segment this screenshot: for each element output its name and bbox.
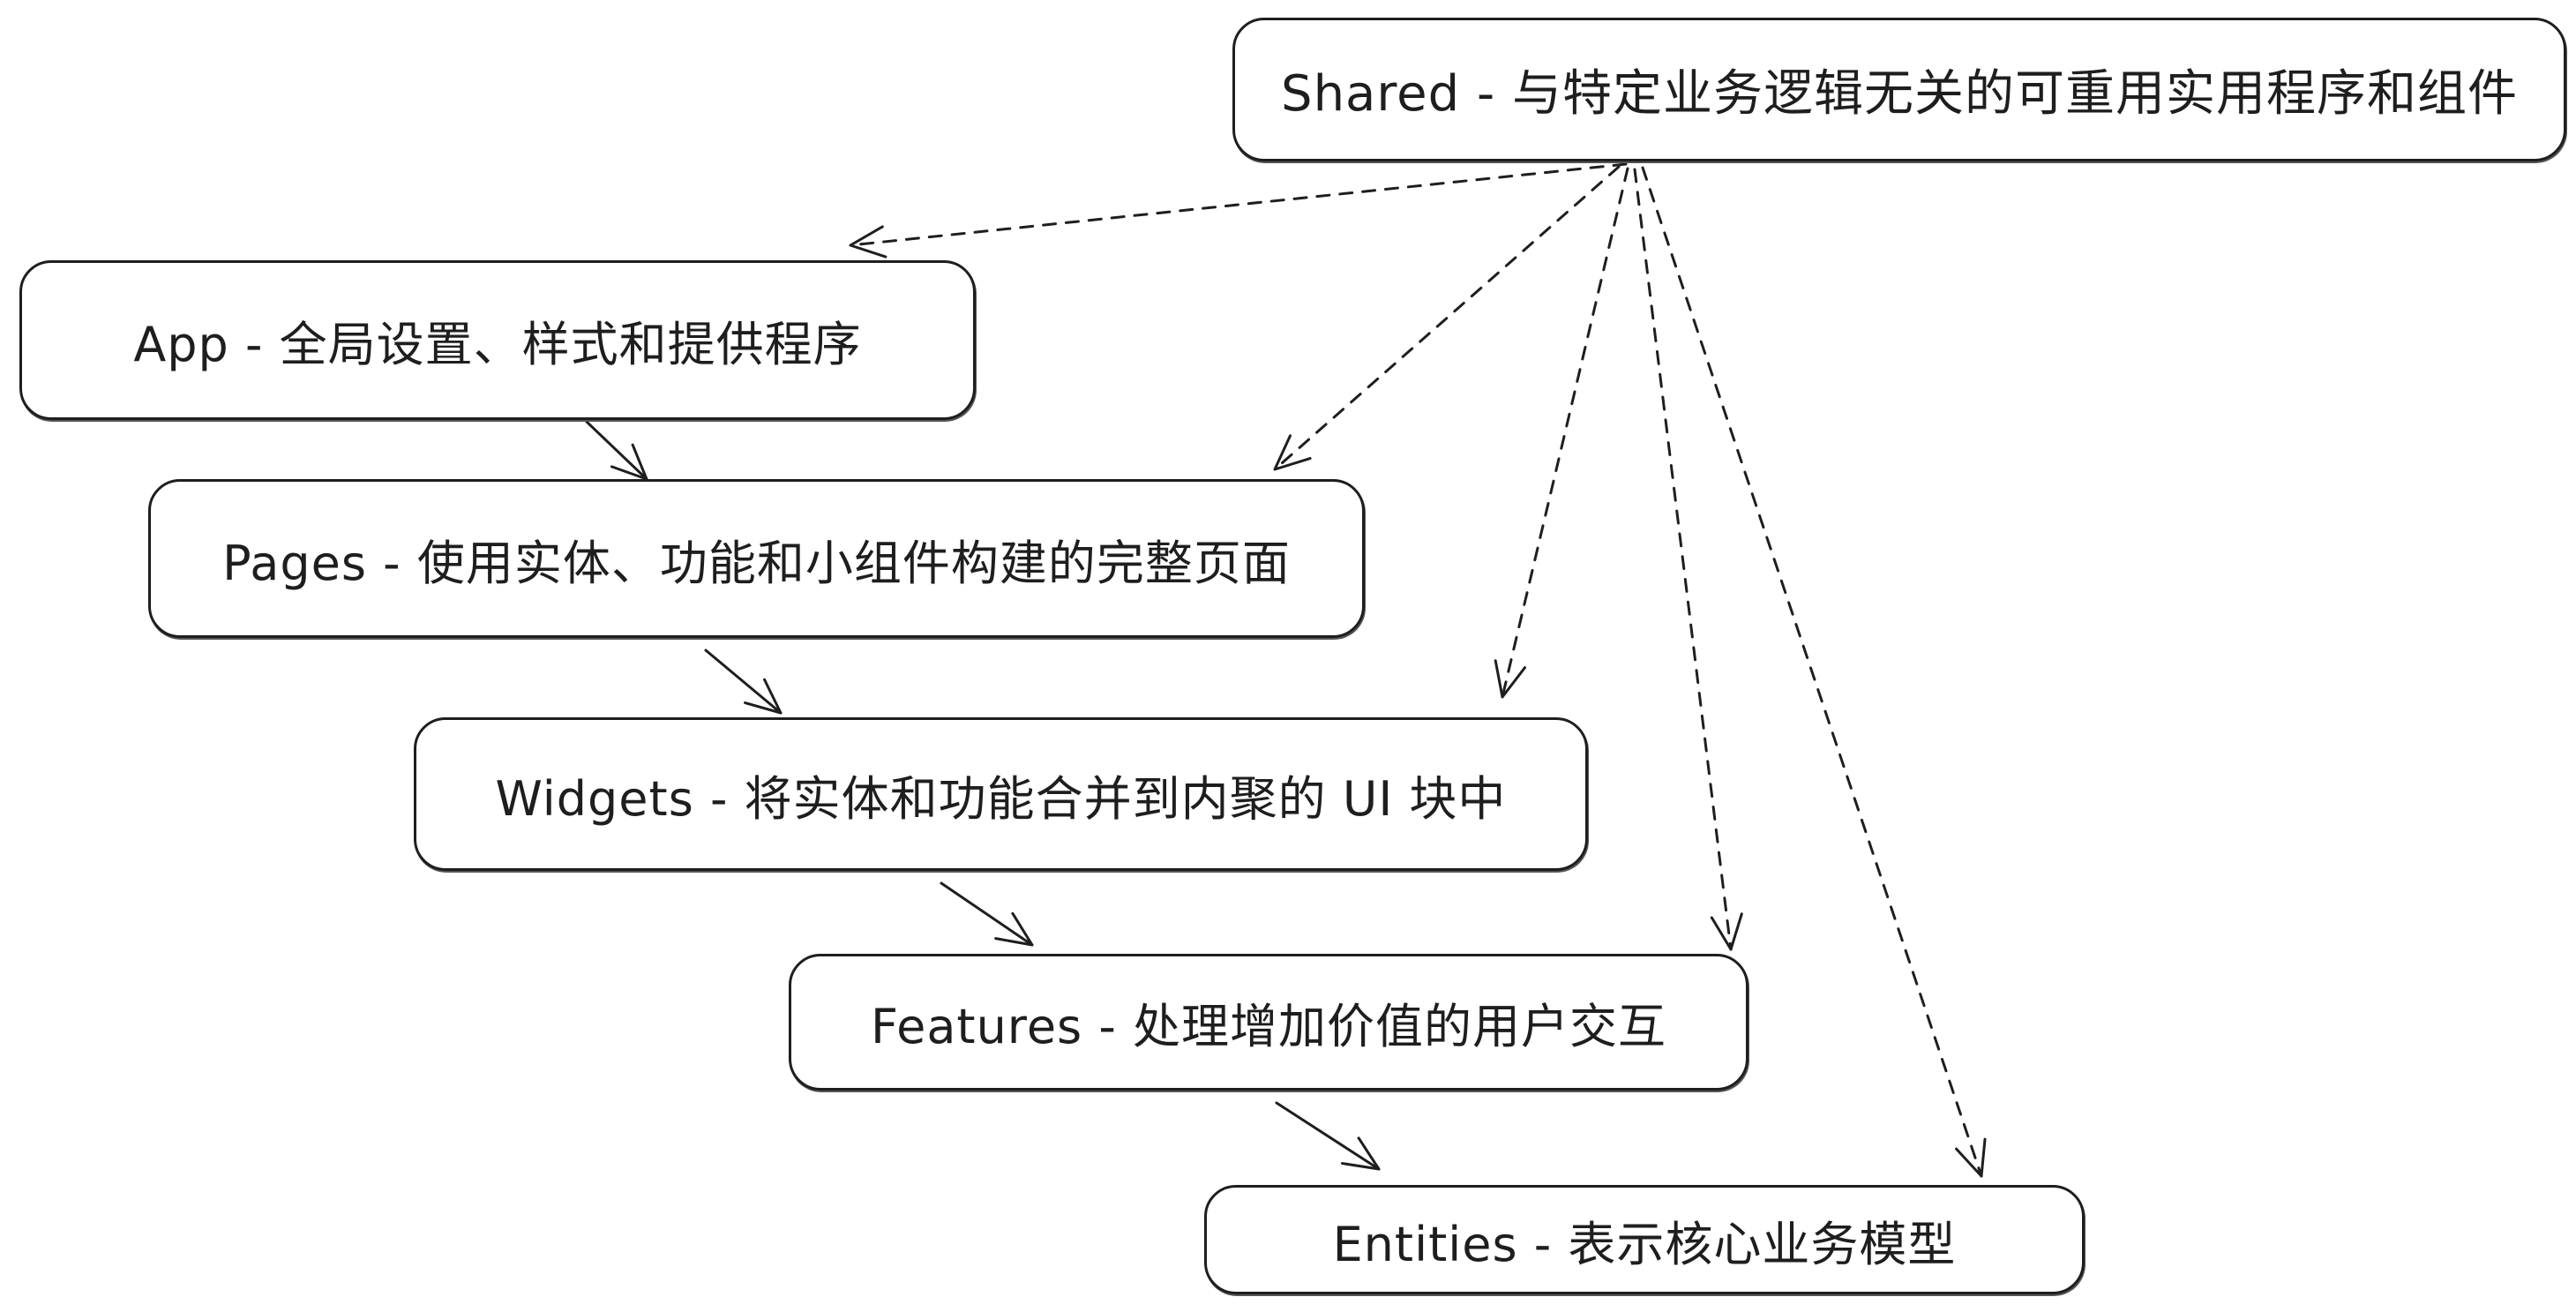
arrowhead-icon [1955,1137,1987,1178]
edge-features-to-entities [1275,1101,1381,1171]
edge-shared-to-widgets [1494,167,1629,699]
node-app-label: App - 全局设置、样式和提供程序 [133,317,862,372]
edge-shared-to-pages [1273,165,1621,471]
edge-pages-to-widgets [704,649,783,715]
node-entities-label: Entities - 表示核心业务模型 [1332,1216,1957,1272]
edge-line [849,162,1628,247]
node-shared-label: Shared - 与特定业务逻辑无关的可重用实用程序和组件 [1281,65,2518,123]
arrowhead-icon [994,911,1034,947]
arrowhead-icon [1273,434,1312,471]
edge-shared-to-app [849,162,1628,259]
edge-line [704,649,783,715]
node-widgets-label: Widgets - 将实体和功能合并到内聚的 UI 块中 [495,770,1507,827]
edge-line [1275,1101,1381,1171]
edge-widgets-to-features [940,881,1034,947]
edge-shared-to-entities [1641,166,1987,1178]
edge-line [585,420,648,481]
arrowhead-icon [744,678,783,715]
node-app[interactable]: App - 全局设置、样式和提供程序 [19,260,976,420]
edge-line [1641,166,1983,1178]
node-widgets[interactable]: Widgets - 将实体和功能合并到内聚的 UI 块中 [414,717,1588,871]
arrowhead-icon [1494,659,1527,699]
node-pages[interactable]: Pages - 使用实体、功能和小组件构建的完整页面 [148,479,1365,638]
arrowhead-icon [1341,1136,1381,1171]
node-features-label: Features - 处理增加价值的用户交互 [870,999,1666,1054]
arrowhead-icon [1710,912,1743,951]
edge-line [1501,167,1629,699]
node-features[interactable]: Features - 处理增加价值的用户交互 [789,954,1749,1091]
node-entities[interactable]: Entities - 表示核心业务模型 [1204,1185,2085,1294]
node-shared[interactable]: Shared - 与特定业务逻辑无关的可重用实用程序和组件 [1232,18,2566,161]
node-pages-label: Pages - 使用实体、功能和小组件构建的完整页面 [222,535,1291,591]
arrowhead-icon [849,225,887,259]
edge-line [940,881,1034,947]
edge-shared-to-features [1633,168,1743,951]
edge-app-to-pages [585,420,648,481]
edge-line [1273,165,1621,471]
edge-line [1633,168,1733,951]
